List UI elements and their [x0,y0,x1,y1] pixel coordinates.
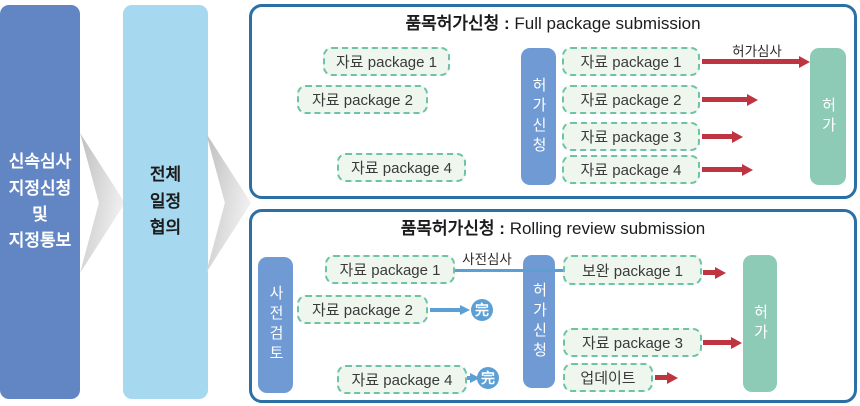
pre-screening-connector-line [455,269,563,272]
update-box: 업데이트 [563,363,653,392]
approval-arrow-3 [703,340,731,345]
chevron-right-icon [80,133,125,273]
review-arrow-2 [702,97,747,102]
application-bar: 허가신청 [523,255,555,388]
chevron-right-icon [206,133,251,273]
complete-badge-2: 完 [471,299,493,321]
approval-bar: 허가 [743,255,777,392]
overall-schedule-box: 전체 일정 협의 [123,5,208,399]
review-arrow-4 [702,167,742,172]
approval-arrow-update [655,375,667,380]
panel-full-title-en: Full package submission [514,14,701,33]
package-box-pending-1: 자료 package 1 [323,47,450,76]
approval-review-label: 허가심사 [732,44,782,59]
approval-arrow-1 [703,270,715,275]
review-arrow-3 [702,134,732,139]
package-box-submitted-4: 자료 package 4 [562,155,700,184]
package-box-submitted-2: 자료 package 2 [562,85,700,114]
overall-schedule-label: 전체 일정 협의 [149,165,182,238]
pre-screening-label: 사전심사 [462,252,512,267]
fast-track-designation-box: 신속심사 지정신청 및 지정통보 [0,5,80,399]
package-box-post-3: 자료 package 3 [563,328,702,357]
complete-arrow-2 [430,308,460,312]
panel-rolling-title: 품목허가신청 : Rolling review submission [252,214,854,239]
package-box-pre-4: 자료 package 4 [337,365,467,394]
complete-arrow-4 [467,376,470,380]
pre-review-bar: 사전검토 [258,257,293,393]
panel-rolling-title-en: Rolling review submission [509,219,706,238]
complete-mark: 完 [475,302,489,318]
pre-review-bar-label: 사전검토 [267,285,284,365]
package-box-supplement-1: 보완 package 1 [563,255,702,285]
package-box-pending-4: 자료 package 4 [337,153,466,182]
panel-full-title-ko: 품목허가신청 : [405,14,515,33]
application-bar-label: 허가신청 [530,281,548,362]
fast-track-designation-label: 신속심사 지정신청 및 지정통보 [8,152,72,251]
panel-full-package: 품목허가신청 : Full package submission 자료 pack… [249,4,857,199]
complete-mark: 完 [481,370,495,386]
panel-rolling-title-ko: 품목허가신청 : [400,219,510,238]
approval-bar-label: 허가 [751,303,769,344]
panel-rolling-review: 품목허가신청 : Rolling review submission 사전검토 … [249,209,857,403]
package-box-pending-2: 자료 package 2 [297,85,428,114]
review-arrow-1 [702,59,799,64]
application-bar: 허가신청 [521,48,556,185]
package-box-pre-1: 자료 package 1 [325,255,455,284]
approval-bar: 허가 [810,48,846,185]
complete-badge-4: 完 [477,367,499,389]
application-bar-label: 허가신청 [530,76,547,157]
package-box-submitted-3: 자료 package 3 [562,122,700,151]
approval-bar-label: 허가 [819,96,837,137]
panel-full-title: 품목허가신청 : Full package submission [252,9,854,34]
package-box-submitted-1: 자료 package 1 [562,47,700,76]
package-box-pre-2: 자료 package 2 [297,295,428,324]
